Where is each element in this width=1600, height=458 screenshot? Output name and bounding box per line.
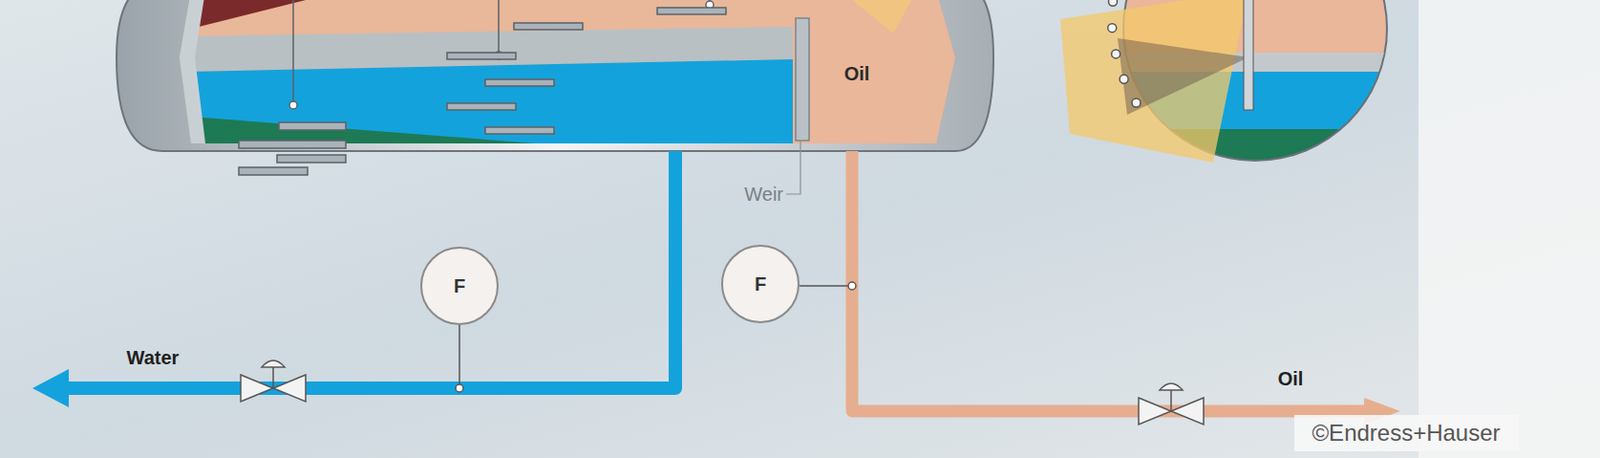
separator-vessel: [116, 0, 994, 151]
weir-plate: [795, 18, 810, 141]
flow-direction-label: Water: [127, 346, 180, 368]
level-probes: [238, 0, 726, 175]
sensor-dot: [1119, 74, 1129, 84]
sensor-dot: [1131, 98, 1141, 107]
oil-outlet-pipe: [852, 150, 1401, 425]
compartment-label: Oil: [844, 63, 871, 85]
flow-meter-symbol: F: [420, 246, 499, 325]
watermark-patch: [1294, 414, 1519, 451]
control-valve: [240, 360, 306, 402]
sensor-dot: [1109, 0, 1118, 6]
sensor-dot: [1108, 23, 1117, 33]
instrument-letter: F: [754, 273, 767, 296]
cross-section-view: [1060, 0, 1405, 168]
background-panel: [1418, 0, 1600, 458]
leader-line: [786, 141, 801, 194]
flow-direction-label: Oil: [1278, 367, 1304, 389]
flow-meter-symbol: F: [721, 244, 800, 323]
sensor-dot: [1111, 49, 1121, 59]
watermark: ©Endress+Hauser: [1311, 420, 1500, 446]
water-outlet-pipe: [32, 150, 676, 407]
callout-label: Weir: [744, 183, 784, 205]
instrument-letter: F: [453, 275, 466, 298]
control-valve: [1138, 383, 1204, 425]
